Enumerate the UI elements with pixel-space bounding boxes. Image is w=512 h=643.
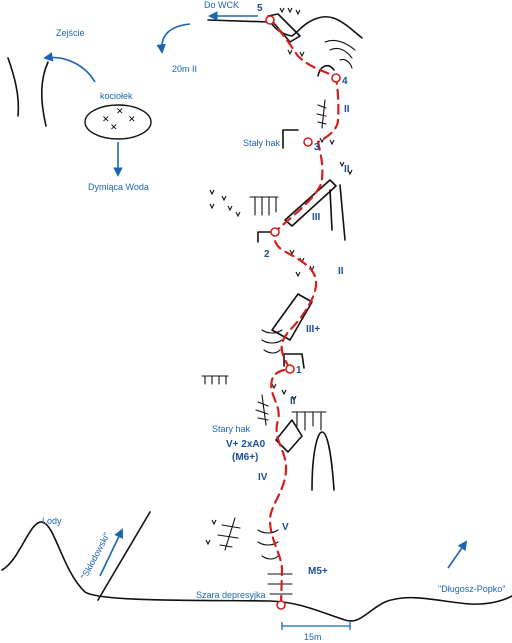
label-staly-hak: Stały hak <box>243 138 281 148</box>
label-do-wck: Do WCK <box>204 0 239 10</box>
arrow-20m <box>156 23 191 54</box>
couloir-left-1 <box>7 57 20 117</box>
rock-hatch-low <box>257 529 293 595</box>
tree-mid <box>255 394 269 426</box>
label-sklodowski: "Skłodowski" <box>79 531 112 581</box>
arrow-dlugosz-popko <box>447 540 468 569</box>
grade-m6-plus: (M6+) <box>232 452 258 463</box>
label-lody: Lody <box>42 516 62 526</box>
kociolek-mark-1: ✕ <box>102 115 110 125</box>
slab-iii <box>284 179 337 227</box>
ridge-line <box>97 511 151 601</box>
grade-ii-1: II <box>290 396 296 407</box>
tree-lower <box>217 517 241 551</box>
belay-1 <box>285 364 295 374</box>
belay-label-4: 4 <box>342 76 348 87</box>
belay-label-1: 1 <box>296 365 302 376</box>
rock-corner-3 <box>282 129 299 149</box>
grade-v: V <box>282 522 289 533</box>
icicles-mid <box>201 375 229 385</box>
rock-corner-2 <box>257 231 273 243</box>
label-scale: 15m <box>304 632 322 642</box>
label-dymiaca-woda: Dymiąca Woda <box>88 182 149 192</box>
rock-bump-4 <box>317 64 335 77</box>
rock-roof-1 <box>283 353 305 369</box>
kociolek-bowl <box>84 104 152 140</box>
tree-upper <box>316 99 327 129</box>
rock-hatch-mid <box>261 329 283 354</box>
route-line <box>268 22 340 607</box>
ground-line <box>1 521 512 622</box>
belay-label-2: 2 <box>264 249 270 260</box>
belay-3 <box>303 137 313 147</box>
grade-m5-plus: M5+ <box>308 566 328 577</box>
crux-block <box>275 419 303 453</box>
scale-bar <box>281 622 351 630</box>
label-stary-hak: Stary hak <box>212 424 251 434</box>
ice-pillar <box>311 431 335 491</box>
grade-ii-2: II <box>338 266 344 277</box>
kociolek-mark-2: ✕ <box>116 107 124 117</box>
belay-start <box>276 600 286 610</box>
label-szara-depresyjka: Szara depresyjka <box>196 590 266 600</box>
arrow-sklodowski <box>99 528 124 577</box>
grade-iii: III <box>312 212 321 223</box>
top-cornice <box>207 15 363 39</box>
wall-iii <box>329 184 346 241</box>
belay-label-3: 3 <box>314 142 320 153</box>
couloir-left-2 <box>40 61 49 127</box>
label-dlugosz-popko: "Długosz-Popko" <box>438 584 505 594</box>
arrow-zejscie <box>43 52 96 83</box>
icicles-left <box>249 196 279 216</box>
belay-4 <box>331 73 341 83</box>
rock-hatch-top <box>324 39 356 69</box>
belay-2 <box>270 227 280 237</box>
vegetation-marks <box>205 7 353 546</box>
belay-5 <box>265 15 275 25</box>
grade-ii-3: II <box>344 164 350 175</box>
kociolek-mark-4: ✕ <box>110 123 118 133</box>
label-kociolek: kociołek <box>100 91 133 101</box>
kociolek-mark-3: ✕ <box>128 115 136 125</box>
label-zejscie: Zejście <box>56 28 85 38</box>
grade-iv: IV <box>258 472 268 483</box>
grade-ii-top: II <box>344 104 350 115</box>
belay-label-5: 5 <box>257 3 263 14</box>
grade-v-plus: V+ 2xA0 <box>226 439 266 450</box>
grade-iii-plus: III+ <box>306 324 320 335</box>
label-20m-ii: 20m II <box>172 64 197 74</box>
icicles-right <box>291 411 327 431</box>
